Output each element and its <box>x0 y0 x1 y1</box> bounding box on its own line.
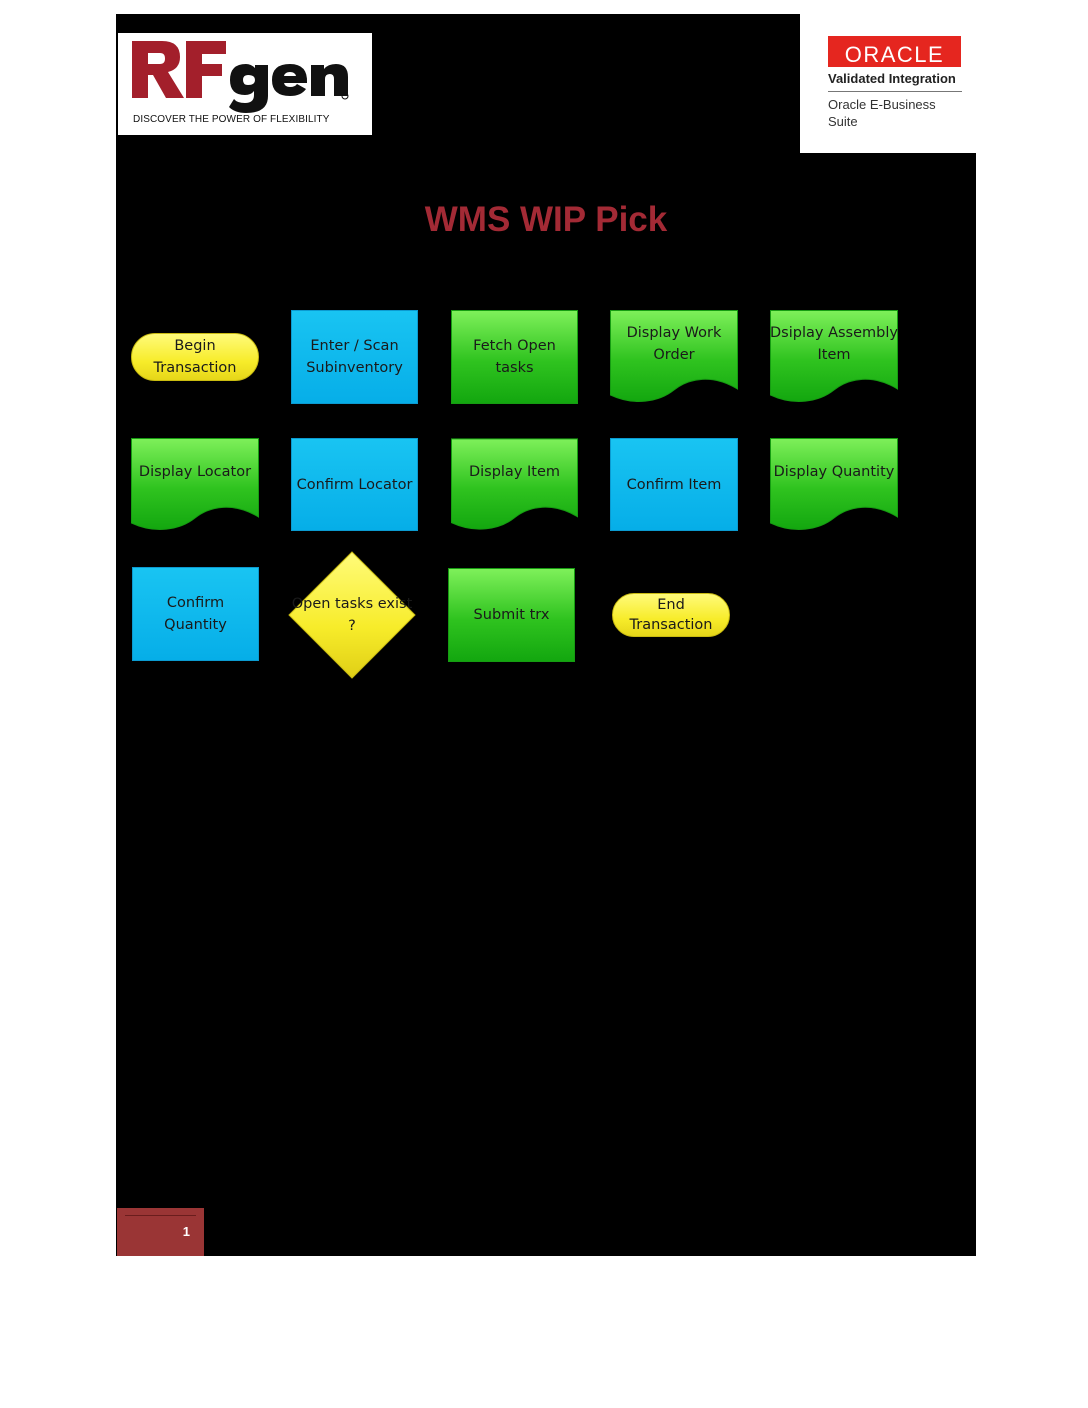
display-work-order-label: Display Work Order <box>626 325 722 363</box>
display-locator-node: Display Locator <box>131 438 259 534</box>
confirm-item-node: Confirm Item <box>610 438 738 531</box>
page-number: 1 <box>182 1224 190 1239</box>
oracle-validated-text: Validated Integration <box>828 71 956 86</box>
end-transaction-node: End Transaction <box>612 593 730 637</box>
begin-transaction-label: Begin Transaction <box>153 338 237 376</box>
confirm-quantity-node: Confirm Quantity <box>132 567 259 661</box>
open-tasks-decision-label: Open tasks exist ? <box>291 596 413 634</box>
submit-trx-node: Submit trx <box>448 568 575 662</box>
display-quantity-node: Display Quantity <box>770 438 898 534</box>
submit-trx-label: Submit trx <box>473 607 550 623</box>
enter-scan-subinventory-node: Enter / Scan Subinventory <box>291 310 418 404</box>
display-assembly-item-label: Dsiplay Assembly Item <box>770 325 898 363</box>
confirm-quantity-label: Confirm Quantity <box>164 595 227 633</box>
display-item-label: Display Item <box>468 464 561 480</box>
display-assembly-item-node: Dsiplay Assembly Item <box>770 310 898 406</box>
display-item-node: Display Item <box>451 438 578 534</box>
oracle-logo: ORACLE Validated Integration Oracle E-Bu… <box>800 14 976 153</box>
fetch-open-tasks-label: Fetch Open tasks <box>473 338 556 376</box>
oracle-wordmark-badge: ORACLE <box>828 36 961 67</box>
begin-transaction-node: Begin Transaction <box>131 333 259 381</box>
fetch-open-tasks-node: Fetch Open tasks <box>451 310 578 404</box>
confirm-locator-label: Confirm Locator <box>296 476 413 493</box>
confirm-item-label: Confirm Item <box>626 476 722 493</box>
page-tab-rule <box>125 1215 196 1216</box>
display-quantity-label: Display Quantity <box>773 464 895 480</box>
oracle-divider <box>828 91 962 92</box>
rfgen-logo: DISCOVER THE POWER OF FLEXIBILITY <box>118 33 372 135</box>
confirm-locator-node: Confirm Locator <box>291 438 418 531</box>
oracle-wordmark: ORACLE <box>844 42 945 67</box>
enter-scan-subinventory-label: Enter / Scan Subinventory <box>306 338 403 376</box>
rfgen-tagline: DISCOVER THE POWER OF FLEXIBILITY <box>133 114 330 125</box>
open-tasks-decision-node: Open tasks exist ? <box>288 551 416 679</box>
display-work-order-node: Display Work Order <box>610 310 738 406</box>
end-transaction-label: End Transaction <box>629 597 713 633</box>
oracle-suite-text: Oracle E-Business Suite <box>828 97 936 129</box>
page-number-tab: 1 <box>117 1208 204 1256</box>
display-locator-label: Display Locator <box>138 464 252 480</box>
rfgen-wordmark-graphic <box>132 41 349 113</box>
page-title: WMS WIP Pick <box>424 200 668 239</box>
